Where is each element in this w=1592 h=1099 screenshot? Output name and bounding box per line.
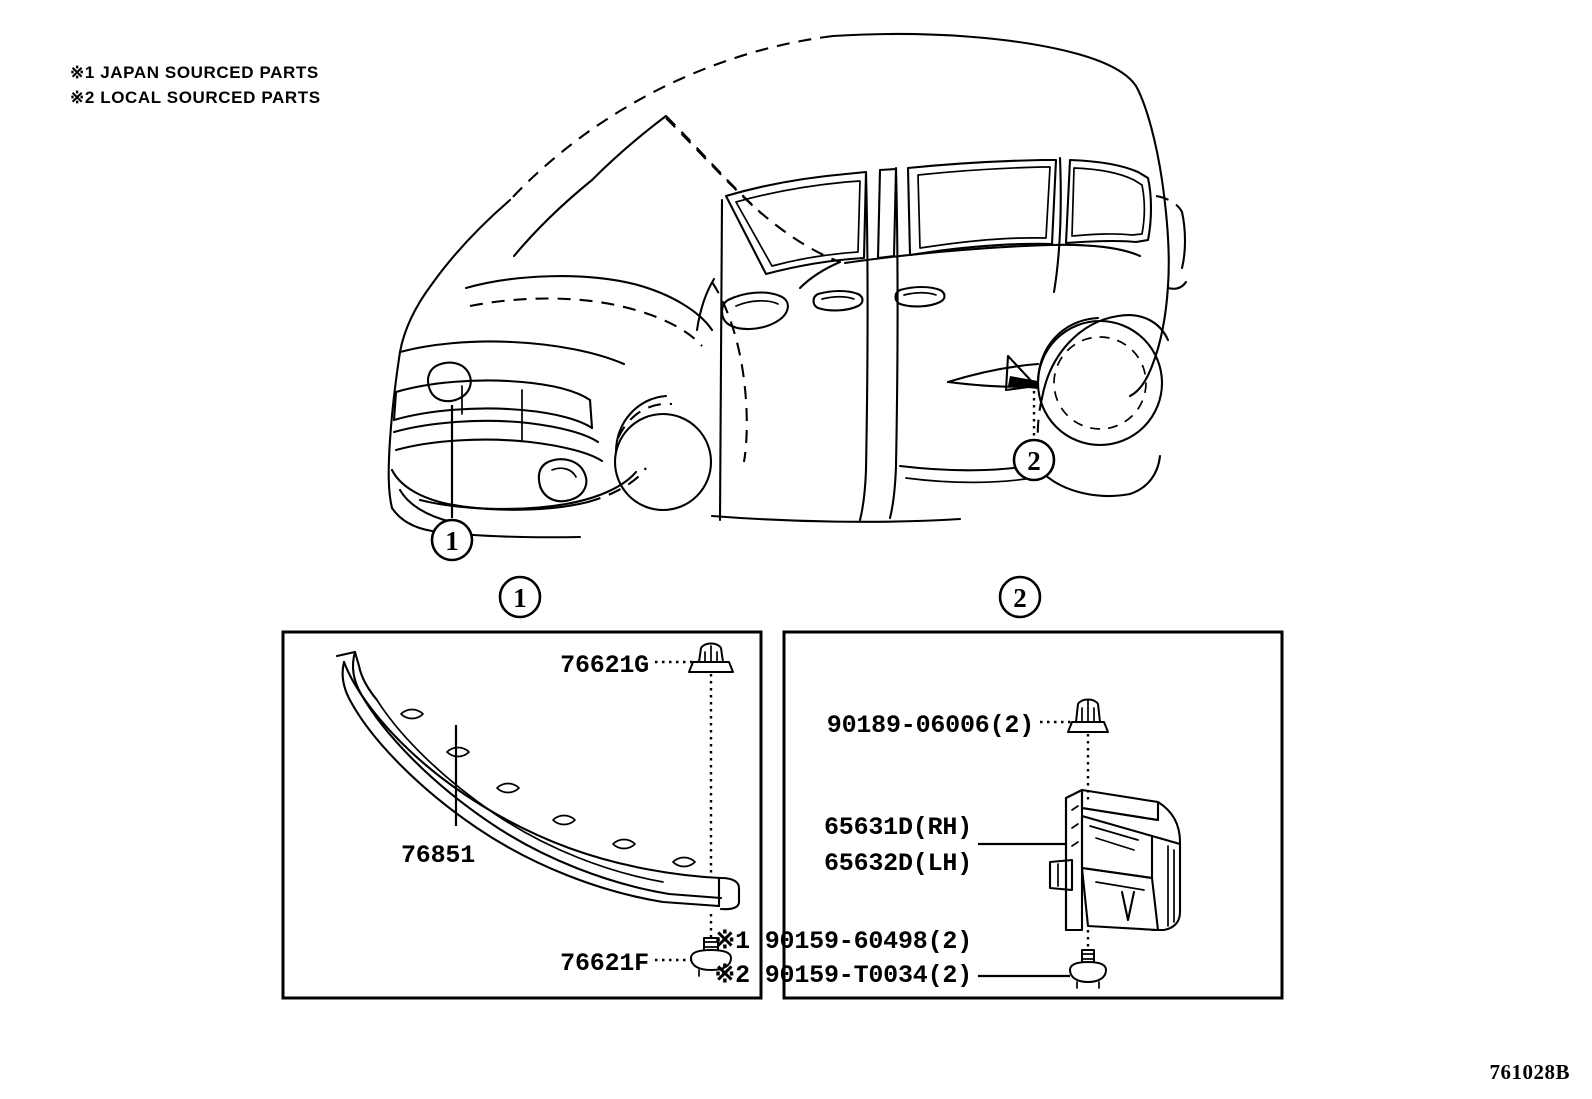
detail-panel-2: 90189-06006(2) 65631D(RH) 65632D(LH) ※1 … xyxy=(714,630,1284,1000)
legend-note-1: ※1 JAPAN SOURCED PARTS xyxy=(70,63,319,82)
vehicle-doors xyxy=(718,156,1062,522)
part-label-76621F: 76621F xyxy=(560,949,649,978)
callout-2[interactable]: 2 xyxy=(1012,384,1056,482)
part-label-90189-06006: 90189-06006(2) xyxy=(827,711,1034,740)
part-90159-screw xyxy=(978,930,1107,989)
panel-1-header: 1 xyxy=(498,575,542,619)
detail-panel-1: 76851 76621G 76621F xyxy=(281,630,763,1000)
part-label-90159-T0034: ※2 90159-T0034(2) xyxy=(714,961,972,990)
front-wheel xyxy=(613,394,713,512)
vehicle-illustration: 1 2 xyxy=(387,32,1188,562)
callout-1-label: 1 xyxy=(445,526,459,556)
sourcing-legend: ※1 JAPAN SOURCED PARTS ※2 LOCAL SOURCED … xyxy=(70,60,321,110)
vehicle-windows xyxy=(665,117,1153,276)
part-label-65631D: 65631D(RH) xyxy=(824,813,972,842)
figure-code: 761028B xyxy=(1489,1060,1570,1084)
part-76621G-clip xyxy=(655,642,734,874)
vehicle-body-outline xyxy=(387,32,1188,539)
part-76621F-screw xyxy=(655,914,732,977)
part-65631D-65632D-bracket xyxy=(978,788,1182,932)
panel-2-header: 2 xyxy=(998,575,1042,619)
front-bumper-assembly xyxy=(390,275,714,524)
part-90189-clip xyxy=(1040,698,1109,800)
callout-2-label: 2 xyxy=(1027,446,1041,476)
legend-note-2: ※2 LOCAL SOURCED PARTS xyxy=(70,88,321,107)
detail-panel-headers: 1 2 xyxy=(498,575,1042,619)
rear-mudguard-part xyxy=(946,354,1040,392)
callout-1[interactable]: 1 xyxy=(430,405,474,562)
part-label-76621G: 76621G xyxy=(560,651,649,680)
part-label-76851: 76851 xyxy=(401,841,475,870)
part-76851-spoiler xyxy=(335,650,741,911)
part-label-90159-60498: ※1 90159-60498(2) xyxy=(714,927,972,956)
part-label-65632D: 65632D(LH) xyxy=(824,849,972,878)
panel-1-header-label: 1 xyxy=(513,583,527,613)
panel-2-header-label: 2 xyxy=(1013,583,1027,613)
